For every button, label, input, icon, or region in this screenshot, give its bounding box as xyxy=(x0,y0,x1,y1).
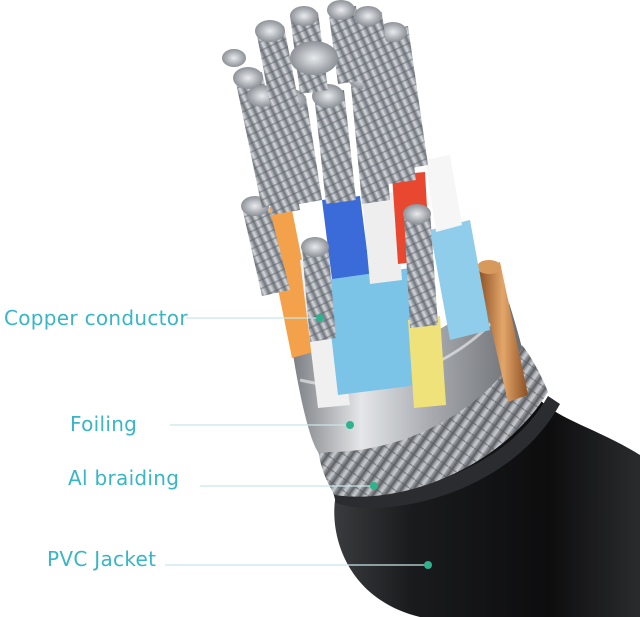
pvc-jacket-body xyxy=(334,400,640,617)
label-al-braiding: Al braiding xyxy=(68,466,180,490)
label-foiling: Foiling xyxy=(70,412,138,436)
marker-dot-copper xyxy=(316,314,324,322)
pvc-jacket-rim xyxy=(332,396,560,508)
label-pvc-jacket: PVC Jacket xyxy=(47,547,157,571)
marker-dot-al-braiding xyxy=(370,482,378,490)
inner-wires xyxy=(262,155,490,408)
stranded-conductors xyxy=(222,0,438,342)
copper-drain-wire xyxy=(477,260,528,402)
marker-dot-foiling xyxy=(346,421,354,429)
marker-dot-pvc xyxy=(424,561,432,569)
label-copper-conductor: Copper conductor xyxy=(4,306,188,330)
